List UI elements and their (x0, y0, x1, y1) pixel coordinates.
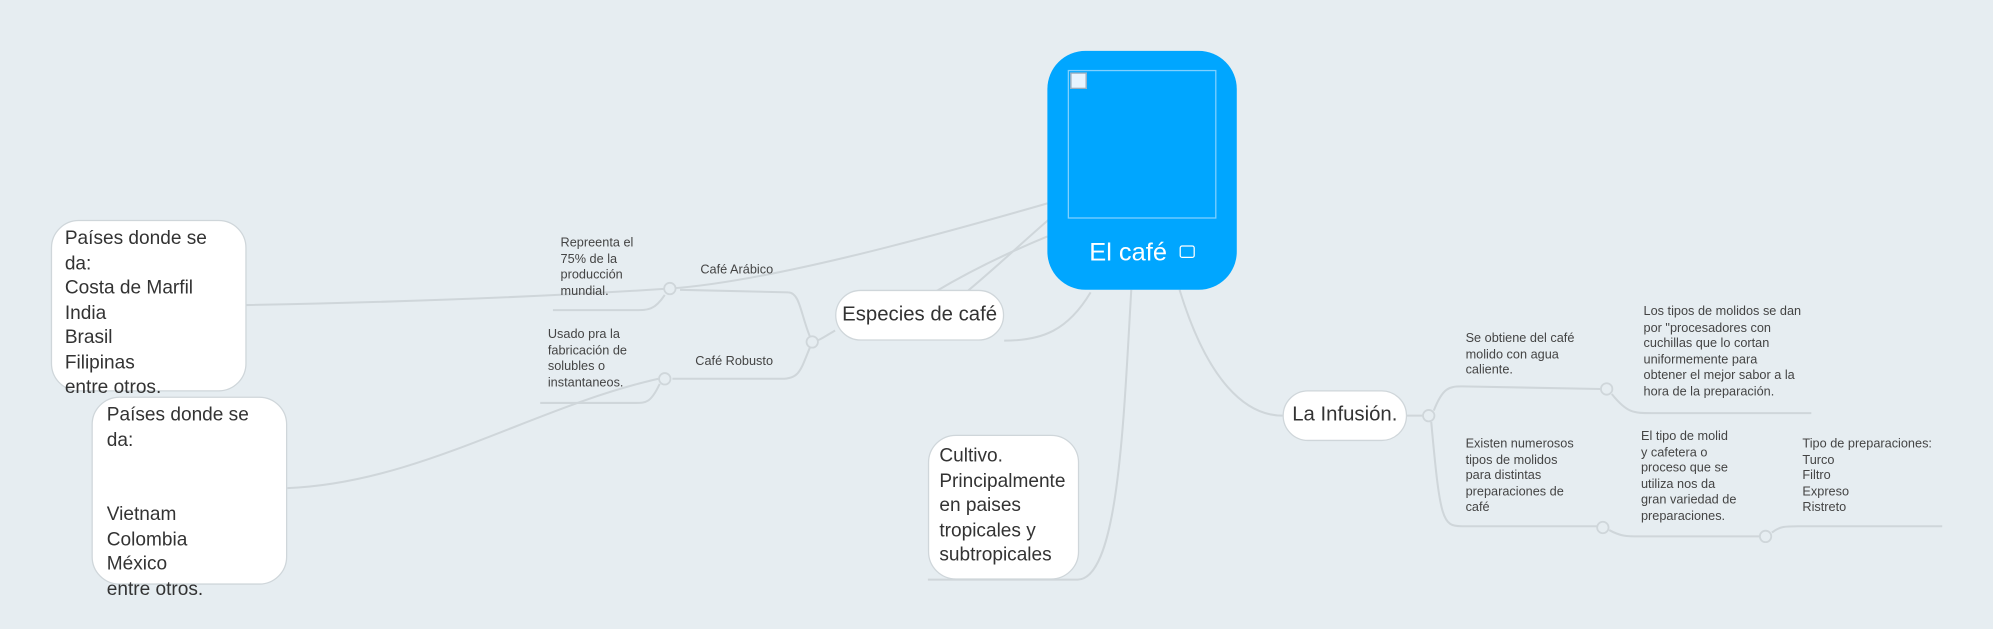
edge (1608, 529, 1760, 538)
text-line (107, 477, 274, 502)
note-infusion-b2[interactable]: Tipo de preparaciones: Turco Filtro Expr… (1802, 437, 1932, 515)
edge (287, 377, 659, 490)
text-line: entre otros. (106, 577, 204, 600)
central-node[interactable]: El café (1047, 50, 1237, 290)
text-line: India (64, 301, 107, 324)
text-line: Colombia (106, 528, 188, 550)
note-robusto[interactable]: Usado pra la fabricación de solubles o i… (547, 327, 627, 390)
edge (933, 235, 1048, 294)
collapse-toggle (1758, 529, 1773, 544)
text-line: Filipinas (64, 351, 135, 374)
edge (552, 294, 666, 312)
text-line: Países donde se da: (64, 227, 207, 274)
note-infusion-b1[interactable]: El tipo de molid y cafetera o proceso qu… (1640, 429, 1737, 524)
node-paises-back[interactable]: Países donde se da: Vietnam Colombia Méx… (91, 396, 288, 599)
node-label: Especies de café (842, 303, 998, 326)
collapse-toggle (663, 281, 677, 296)
text-line: Costa de Marfil (64, 277, 194, 299)
edge (927, 289, 1133, 581)
text-line: Brasil (64, 326, 113, 349)
collapse-toggle (805, 335, 819, 349)
collapse-toggle (658, 372, 672, 386)
text-line (107, 453, 274, 478)
note-infusion-b[interactable]: Existen numerosos tipos de molidos para … (1465, 437, 1574, 515)
node-cultivo[interactable]: Cultivo. Principalmente en paises tropic… (927, 434, 1080, 580)
text-line: Vietnam (106, 503, 177, 525)
note-arabico[interactable]: Repreenta el 75% de la producción mundia… (560, 236, 634, 299)
collapse-toggle (1422, 409, 1436, 423)
node-cafe-arabico[interactable]: Café Arábico (700, 263, 774, 278)
note-infusion-a[interactable]: Se obtiene del café molido con agua cali… (1465, 331, 1575, 378)
image-icon[interactable] (1179, 245, 1195, 259)
node-cafe-robusto[interactable]: Café Robusto (695, 354, 774, 369)
edge (1610, 393, 1812, 415)
collapse-toggle (1600, 382, 1614, 396)
text-line: Países donde se da: (106, 404, 249, 451)
edge (680, 288, 814, 343)
node-paises-front[interactable]: Países donde se da: Costa de Marfil Indi… (50, 219, 247, 398)
edge (1432, 385, 1601, 411)
node-label: La Infusión. (1292, 404, 1398, 426)
edge (1004, 291, 1092, 342)
edge (1771, 525, 1943, 534)
edge (1430, 421, 1597, 528)
node-image (1067, 69, 1217, 219)
text-line: México (106, 552, 168, 575)
text-line: entre otros. (64, 376, 162, 398)
edge (540, 383, 661, 404)
broken-image-icon (1070, 72, 1087, 89)
node-infusion[interactable]: La Infusión. (1282, 390, 1408, 442)
node-label: Cultivo. Principalmente en paises tropic… (939, 444, 1066, 566)
central-title: El café (1089, 238, 1167, 267)
collapse-toggle (1596, 520, 1610, 535)
node-especies[interactable]: Especies de café (835, 289, 1005, 341)
edge (1178, 289, 1283, 417)
note-infusion-a1[interactable]: Los tipos de molidos se dan por "procesa… (1643, 305, 1802, 399)
edge (672, 341, 814, 380)
